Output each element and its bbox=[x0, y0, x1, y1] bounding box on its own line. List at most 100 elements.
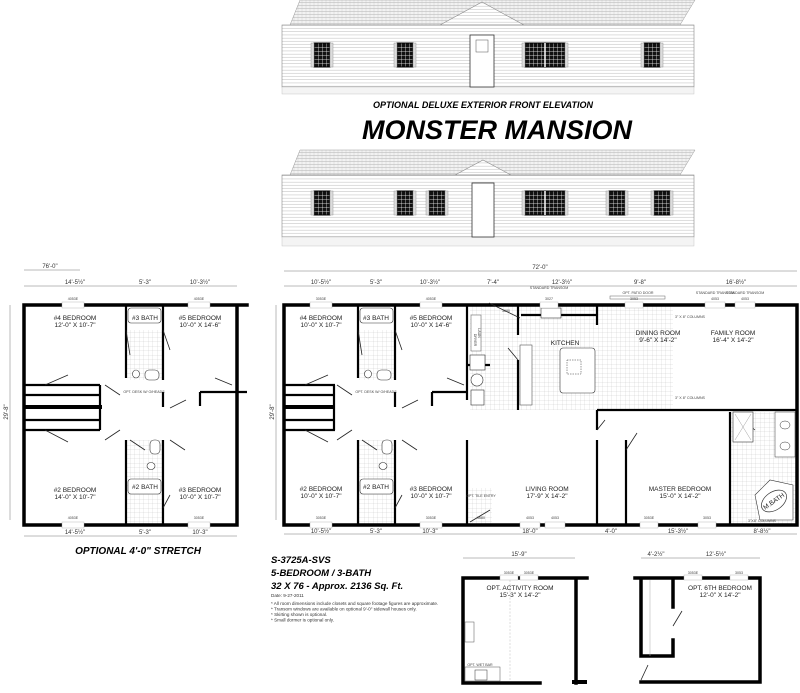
wet-bar-label: OPT. WET BAR bbox=[467, 663, 493, 667]
dim-depth: 29'-8" bbox=[4, 404, 10, 419]
optional-sixth-bedroom: 4'-2½" 12'-5½" 3053E 3053 OPT. 6TH BEDRO… bbox=[633, 551, 762, 684]
room-name: MASTER BEDROOM bbox=[649, 486, 711, 493]
standard-front-elevation bbox=[281, 149, 696, 247]
room-name: #3 BEDROOM bbox=[410, 486, 453, 493]
window-label: 4053E bbox=[68, 516, 79, 520]
dim: 9'-8" bbox=[634, 280, 646, 286]
room-size: 14'-0" X 10'-7" bbox=[54, 494, 96, 501]
room-size: 10'-0" X 10'-7" bbox=[300, 322, 342, 329]
room-name: #4 BEDROOM bbox=[54, 315, 97, 322]
door-label: 3680 bbox=[477, 516, 485, 520]
dim: 5'-3" bbox=[370, 280, 382, 286]
room-name: KITCHEN bbox=[551, 340, 580, 347]
window-label: 3053 bbox=[630, 297, 638, 301]
dim: 16'-8½" bbox=[726, 279, 746, 286]
main-floor-plan: 72'-0" 10'-5½" 5'-3" 10'-3½" 7'-4" 12'-3… bbox=[270, 265, 799, 535]
bed-bath: 5-BEDROOM / 3-BATH bbox=[271, 568, 372, 579]
room-size: 17'-9" X 14'-2" bbox=[526, 493, 568, 500]
window-label: 3053E bbox=[316, 297, 327, 301]
date: Date: 9-27-2011 bbox=[271, 593, 304, 598]
window-label: 3053E bbox=[524, 571, 535, 575]
window-label: 3053E bbox=[426, 516, 437, 520]
room-name: FAMILY ROOM bbox=[711, 330, 756, 337]
size-sqft: 32 X 76 - Approx. 2136 Sq. Ft. bbox=[271, 581, 403, 592]
dim: 14'-5½" bbox=[65, 529, 85, 536]
room-name: #5 BEDROOM bbox=[410, 315, 453, 322]
window-label: 3053E bbox=[504, 571, 515, 575]
room-size: 12'-0" X 10'-7" bbox=[54, 322, 96, 329]
dim: 14'-5½" bbox=[65, 279, 85, 286]
columns-label: 3"X8" COLUMNS bbox=[748, 519, 777, 523]
dim-overall: 72'-0" bbox=[532, 265, 547, 271]
elevation-subtitle: OPTIONAL DELUXE EXTERIOR FRONT ELEVATION bbox=[373, 100, 594, 110]
dim: 18'-0" bbox=[522, 529, 537, 535]
note: * Small dormer is optional only. bbox=[271, 618, 334, 623]
window-label: 4053E bbox=[68, 297, 79, 301]
room-name: #2 BATH bbox=[363, 484, 389, 491]
window-label: 3053E bbox=[194, 516, 205, 520]
desk-label: OPT. DESK W/ O/HEADS bbox=[355, 390, 397, 394]
room-size: 16'-4" X 14'-2" bbox=[712, 337, 754, 344]
dim: 10'-5½" bbox=[311, 528, 331, 535]
window-label: 4053E bbox=[194, 297, 205, 301]
window-label: 4053E bbox=[426, 297, 437, 301]
room-size: 10'-0" X 10'-7" bbox=[300, 493, 342, 500]
room-size: 15'-0" X 14'-2" bbox=[659, 493, 701, 500]
columns-label: 3" X 8" COLUMNS bbox=[675, 315, 706, 319]
note: * Transom windows are available on optio… bbox=[271, 607, 417, 612]
patio-door-label: OPT. PATIO DOOR bbox=[622, 291, 653, 295]
optional-activity-room: 15'-9" 3053E 3053E OPT. ACTIVITY ROOM 15… bbox=[461, 552, 589, 685]
door-label: 3680 bbox=[502, 309, 510, 313]
dryer-label: DRYER bbox=[473, 334, 477, 347]
plan-title: MONSTER MANSION bbox=[362, 115, 633, 145]
room-size: 9'-6" X 14'-2" bbox=[639, 337, 677, 344]
room-name: LIVING ROOM bbox=[525, 486, 568, 493]
model-number: S-3725A-SVS bbox=[271, 555, 331, 566]
dim: 10'-3½" bbox=[420, 279, 440, 286]
laundry-label: LAUN bbox=[477, 328, 481, 338]
room-size: 10'-0" X 10'-7" bbox=[410, 493, 452, 500]
columns-label: 3" X 8" COLUMNS bbox=[675, 396, 706, 400]
dim: 5'-3" bbox=[139, 530, 151, 536]
room-name: #3 BATH bbox=[132, 315, 158, 322]
dim: 5'-3" bbox=[139, 280, 151, 286]
window-label: 4053 bbox=[526, 516, 534, 520]
transom-label: STANDARD TRANSOM bbox=[726, 291, 764, 295]
room-name: #3 BATH bbox=[363, 315, 389, 322]
desk-label: OPT. DESK W/ O/HEADS bbox=[123, 390, 165, 394]
dim: 4'-2½" bbox=[648, 551, 665, 558]
room-name: #2 BATH bbox=[132, 484, 158, 491]
note: * All room dimensions include closets an… bbox=[271, 601, 438, 606]
window-label: 3027 bbox=[545, 297, 553, 301]
dim: 8'-8½" bbox=[754, 528, 771, 535]
stretch-caption: OPTIONAL 4'-0" STRETCH bbox=[75, 546, 202, 557]
room-size: 12'-0" X 14'-2" bbox=[699, 592, 741, 599]
window-label: 4053 bbox=[741, 297, 749, 301]
transom-label: STANDARD TRANSOM bbox=[530, 286, 568, 290]
room-name: #2 BEDROOM bbox=[300, 486, 343, 493]
dim: 12'-5½" bbox=[706, 551, 726, 558]
room-size: 10'-0" X 14'-6" bbox=[410, 322, 452, 329]
dim-overall: 76'-0" bbox=[42, 264, 57, 270]
window-label: 3053E bbox=[644, 516, 655, 520]
dim: 5'-3" bbox=[370, 529, 382, 535]
stretch-floor-plan: 76'-0" 14'-5½" 5'-3" 10'-3½" 14'-5½" 5'-… bbox=[4, 264, 249, 537]
room-name: #3 BEDROOM bbox=[179, 487, 222, 494]
dim: 10'-3½" bbox=[190, 279, 210, 286]
dim: 12'-3½" bbox=[552, 279, 572, 286]
dim: 10'-5½" bbox=[311, 279, 331, 286]
room-name: #4 BEDROOM bbox=[300, 315, 343, 322]
window-label: 3053 bbox=[735, 571, 743, 575]
dim: 7'-4" bbox=[487, 280, 499, 286]
tile-entry-label: OPT. TILE ENTRY bbox=[466, 494, 496, 498]
dim: 15'-9" bbox=[511, 552, 526, 558]
dim: 4'-0" bbox=[605, 529, 617, 535]
specs-block: S-3725A-SVS 5-BEDROOM / 3-BATH 32 X 76 -… bbox=[271, 555, 438, 623]
dim: 10'-3" bbox=[422, 529, 437, 535]
room-name: DINING ROOM bbox=[636, 330, 681, 337]
window-label: 3053E bbox=[688, 571, 699, 575]
window-label: 4053 bbox=[711, 297, 719, 301]
window-label: 4053 bbox=[551, 516, 559, 520]
window-label: 3053E bbox=[316, 516, 327, 520]
